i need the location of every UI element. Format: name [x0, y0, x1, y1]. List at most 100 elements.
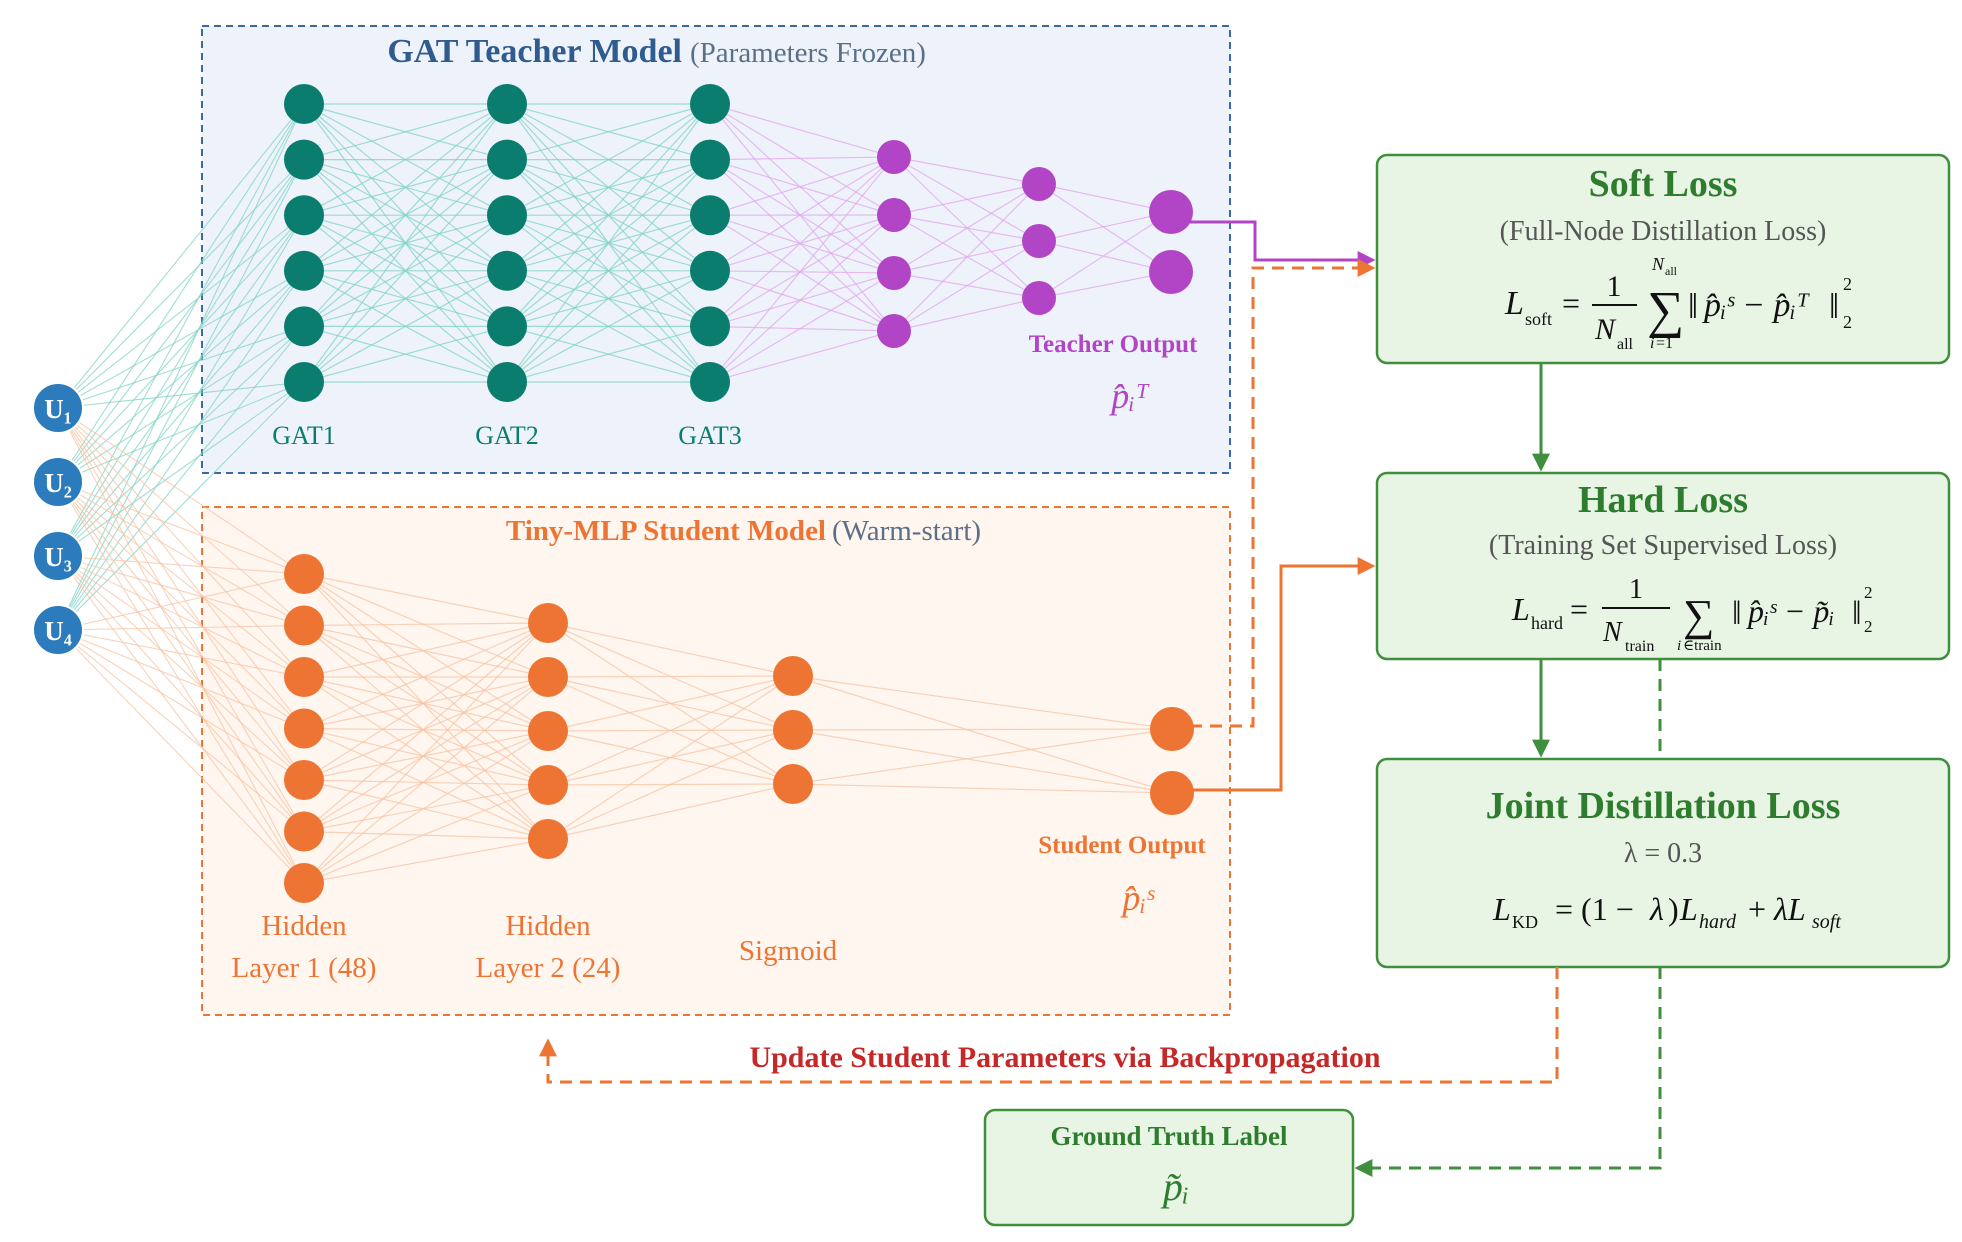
student-title: Tiny-MLP Student Model — [506, 515, 826, 547]
edge-input-teacher-2-0 — [57, 103, 305, 557]
edge-input-student-2-5 — [57, 555, 305, 832]
svg-text:L: L — [1679, 891, 1698, 927]
edge-hidden1-hidden2-0-4 — [303, 573, 549, 840]
edge-gat2-gat3-4-0 — [506, 103, 711, 327]
svg-text:‖: ‖ — [1688, 286, 1698, 326]
edge-input-student-3-3 — [57, 629, 305, 730]
edge-input-teacher-1-3 — [57, 270, 305, 483]
edge-gat3-head1-4-1 — [709, 214, 895, 327]
svg-text:L: L — [1492, 891, 1511, 927]
student-sigmoid-node-1 — [773, 710, 813, 750]
teacher-gat1-node-2 — [284, 195, 324, 236]
edge-input-student-2-2 — [57, 555, 305, 678]
edge-hidden1-hidden2-6-0 — [303, 622, 549, 884]
edge-input-student-3-0 — [57, 573, 305, 631]
edge-hidden1-hidden2-2-4 — [303, 676, 549, 840]
soft-loss-subtitle: (Full-Node Distillation Loss) — [1500, 216, 1827, 247]
svg-text:∑: ∑ — [1683, 591, 1714, 640]
hard-loss-title: Hard Loss — [1578, 479, 1748, 521]
joint-loss-lambda: λ = 0.3 — [1624, 838, 1702, 869]
teacher-head2-node-1 — [1022, 224, 1056, 258]
edge-input-teacher-2-1 — [57, 159, 305, 557]
edge-gat3-head1-2-0 — [709, 156, 895, 216]
edge-input-student-0-0 — [57, 407, 305, 575]
edge-hidden1-hidden2-5-4 — [303, 830, 549, 840]
edge-sigmoid-out-0-0 — [792, 675, 1173, 730]
edge-hidden1-hidden2-1-2 — [303, 624, 549, 732]
edge-gat3-head1-2-3 — [709, 214, 895, 332]
edge-hidden1-hidden2-0-0 — [303, 573, 549, 624]
edge-input-teacher-3-5 — [57, 381, 305, 631]
teacher-layer-label-2: GAT2 — [475, 421, 539, 450]
edge-head1-head2-0-0 — [893, 156, 1040, 185]
teacher-layer-label-1: GAT1 — [272, 421, 336, 450]
edge-input-teacher-1-0 — [57, 103, 305, 483]
hard-loss-formula: L hard = 1 N train ∑ i ∈train ‖ p̂ᵢˢ − p… — [1511, 574, 1873, 655]
svg-text:all: all — [1665, 264, 1678, 278]
hard-loss-subtitle: (Training Set Supervised Loss) — [1489, 530, 1837, 561]
teacher-gat3-node-0 — [690, 84, 730, 124]
teacher-output-node-1 — [1149, 250, 1193, 294]
teacher-output-symbol: p̂ᵢᵀ — [1108, 376, 1150, 416]
ground-truth-symbol: p̃ᵢ — [1160, 1164, 1189, 1209]
teacher-output-node-0 — [1149, 190, 1193, 234]
edge-gat1-gat2-2-0 — [303, 103, 508, 216]
teacher-gat2-node-3 — [487, 250, 527, 291]
edge-hidden1-hidden2-1-3 — [303, 624, 549, 786]
edge-input-student-2-4 — [57, 555, 305, 781]
edge-gat1-gat2-5-0 — [303, 103, 508, 383]
edge-hidden1-hidden2-1-1 — [303, 624, 549, 678]
svg-text:KD: KD — [1512, 912, 1538, 932]
edge-hidden1-hidden2-2-0 — [303, 622, 549, 678]
edge-input-student-1-0 — [57, 481, 305, 575]
student-hidden1-node-5 — [284, 811, 324, 852]
edge-gat3-head1-0-0 — [709, 103, 895, 158]
teacher-gat3-node-4 — [690, 306, 730, 347]
edge-input-teacher-1-4 — [57, 325, 305, 483]
edge-hidden1-hidden2-0-2 — [303, 573, 549, 732]
edge-input-student-3-4 — [57, 629, 305, 781]
edge-gat3-head1-4-0 — [709, 156, 895, 327]
edge-input-student-1-1 — [57, 481, 305, 626]
edge-input-student-1-3 — [57, 481, 305, 729]
svg-text:p̂ᵢˢ − p̃ᵢ: p̂ᵢˢ − p̃ᵢ — [1746, 593, 1834, 629]
input-node-0 — [32, 382, 84, 434]
svg-text:‖: ‖ — [1829, 286, 1839, 326]
teacher-gat1-node-1 — [284, 139, 324, 180]
student-hidden2-node-4 — [528, 819, 568, 859]
student-hidden1-node-3 — [284, 708, 324, 749]
student-hidden2-node-1 — [528, 657, 568, 697]
edge-gat2-gat3-5-0 — [506, 103, 711, 383]
edge-gat2-gat3-5-1 — [506, 159, 711, 383]
teacher-layer-label-3: GAT3 — [678, 421, 742, 450]
svg-text:λ: λ — [1649, 891, 1664, 927]
edge-gat2-gat3-5-3 — [506, 270, 711, 383]
edge-head2-out-1-1 — [1038, 240, 1172, 273]
edge-hidden2-sigmoid-4-2 — [547, 783, 794, 840]
teacher-gat2-node-1 — [487, 139, 527, 180]
soft-loss-title: Soft Loss — [1589, 163, 1738, 205]
edge-sigmoid-out-1-0 — [792, 728, 1173, 731]
svg-text:soft: soft — [1812, 911, 1841, 933]
edge-head1-head2-3-0 — [893, 183, 1040, 332]
svg-text:=1: =1 — [1656, 335, 1673, 352]
svg-text:∈train: ∈train — [1683, 638, 1722, 654]
edge-gat2-gat3-5-4 — [506, 325, 711, 383]
svg-text:L: L — [1504, 285, 1524, 322]
edge-gat3-head1-0-2 — [709, 103, 895, 274]
edge-gat3-head1-5-1 — [709, 214, 895, 383]
edge-input-student-1-4 — [57, 481, 305, 781]
svg-text:hard: hard — [1531, 613, 1563, 633]
student-frame — [201, 506, 1231, 1016]
edge-input-teacher-1-5 — [57, 381, 305, 483]
edge-input-teacher-3-2 — [57, 214, 305, 631]
svg-text:2: 2 — [1864, 583, 1873, 602]
input-node-label-2: U₃ — [44, 542, 72, 572]
edge-input-teacher-3-1 — [57, 159, 305, 631]
edge-hidden1-hidden2-5-0 — [303, 622, 549, 832]
svg-text:soft: soft — [1525, 309, 1552, 329]
hard-loss-box — [1375, 471, 1951, 661]
edge-hidden2-sigmoid-2-0 — [547, 675, 794, 732]
student-hidden1-node-1 — [284, 605, 324, 646]
student-sigmoid-node-2 — [773, 764, 813, 804]
